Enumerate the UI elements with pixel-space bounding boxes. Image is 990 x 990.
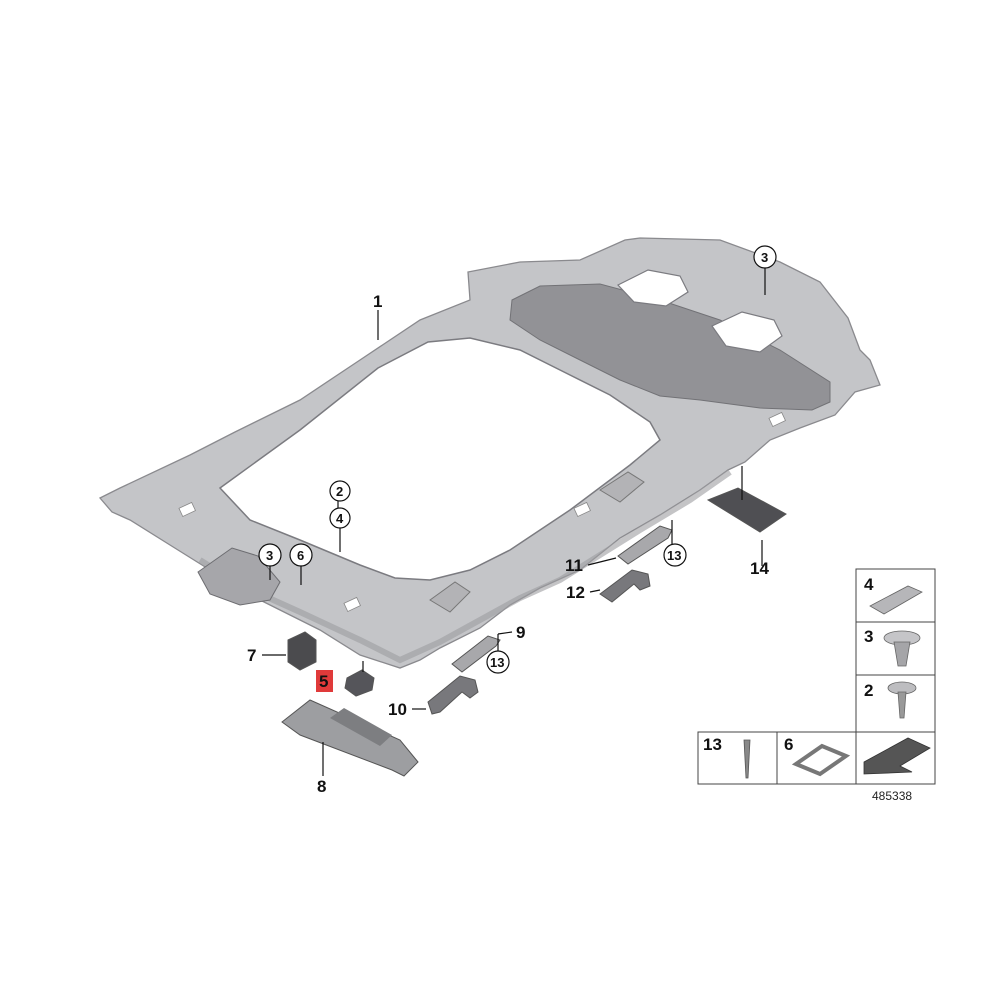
callout-3-left: 3: [266, 548, 273, 563]
callout-4-circle: [329, 507, 351, 529]
part-7-reading-light: [287, 631, 317, 671]
callout-5: 5: [319, 672, 328, 691]
callout-13-upper: 13: [667, 548, 681, 563]
callout-10: 10: [388, 700, 407, 719]
recess-b: [343, 596, 361, 613]
legend-thumb-4: [869, 585, 923, 615]
callout-3-left-circle: [258, 543, 282, 567]
legend-thumb-3-body: [893, 641, 911, 667]
legend-label-3: 3: [864, 627, 873, 646]
callout-2-circle: [329, 480, 351, 502]
callout-6-circle: [289, 543, 313, 567]
rear-opening-right: [711, 311, 783, 353]
callout-3-rear: 3: [761, 250, 768, 265]
part-14-cover: [706, 487, 787, 533]
legend-thumb-2-shank: [897, 691, 907, 719]
handle-mount-left: [429, 581, 471, 613]
callout-13-lower-circle: [486, 650, 510, 674]
headliner: [98, 237, 881, 669]
front-console-area: [197, 547, 281, 606]
headliner-rim: [198, 469, 732, 664]
callout-12: 12: [566, 583, 585, 602]
legend-label-6: 6: [784, 735, 793, 754]
arrow-icon: [863, 737, 931, 775]
callout-5-highlight: [316, 670, 333, 692]
callout-11: 11: [565, 556, 583, 575]
recess-c: [573, 501, 591, 518]
legend-label-2: 2: [864, 681, 873, 700]
handle-mount-right: [599, 471, 645, 503]
recess-d: [768, 411, 786, 428]
diagram-id: 485338: [872, 789, 912, 803]
leader-lines: [262, 268, 766, 776]
part-12-grab-handle: [599, 569, 651, 603]
recess-a: [178, 501, 196, 518]
part-10-grab-handle: [427, 675, 479, 715]
part-8-visor-mirror: [330, 708, 392, 746]
callout-9: 9: [516, 623, 525, 642]
legend-label-4: 4: [864, 575, 874, 594]
callout-13-lower: 13: [490, 655, 504, 670]
legend-thumb-13: [743, 739, 751, 779]
part-8-sun-visor: [281, 699, 419, 777]
callout-13-upper-circle: [663, 543, 687, 567]
callout-14: 14: [750, 559, 769, 578]
callout-3-rear-circle: [753, 245, 777, 269]
legend-grid: 4 3 2 13 6: [697, 568, 936, 785]
callout-6: 6: [297, 548, 304, 563]
callout-2: 2: [336, 484, 343, 499]
rear-opening-left: [617, 269, 689, 307]
legend-thumb-6: [791, 743, 851, 777]
callout-4: 4: [336, 511, 344, 526]
callout-7: 7: [247, 646, 256, 665]
part-5-clip: [344, 669, 375, 697]
callout-1: 1: [373, 292, 382, 311]
legend-label-13: 13: [703, 735, 722, 754]
part-11-bracket: [617, 525, 673, 565]
callout-8: 8: [317, 777, 326, 796]
